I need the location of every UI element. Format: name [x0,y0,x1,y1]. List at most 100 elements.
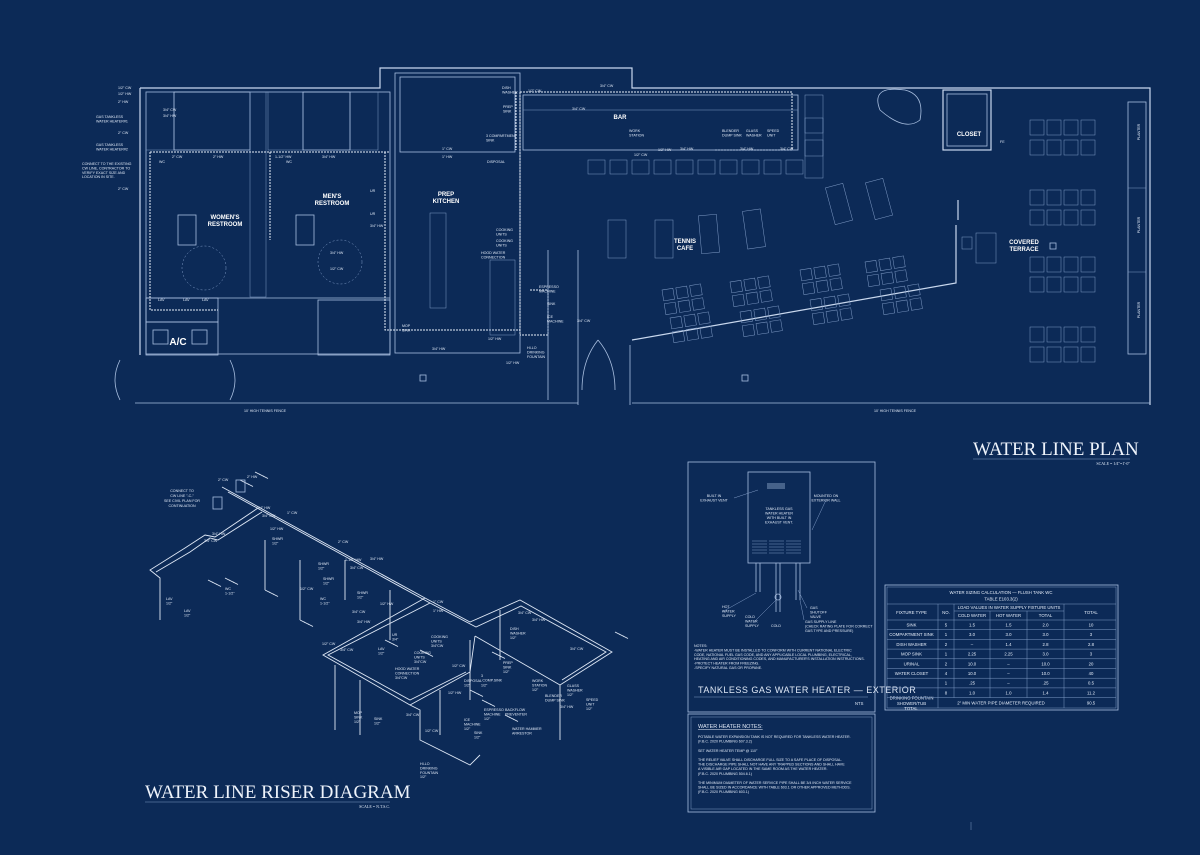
heater-callout-line: MOUNTED ON [814,494,839,498]
table-cell: 2.25 [968,652,977,657]
table-cell: 1.4 [1043,690,1050,695]
bar-stool [653,159,672,175]
plan-title: WATER LINE PLAN [973,439,1139,460]
terrace-chair [1046,346,1062,363]
riser-fixture-line: 3/4"CW [414,660,427,664]
kitchen-counter [429,212,447,309]
fixture-label-line: COOKING [496,228,513,232]
room-label: BAR [614,115,628,121]
exhaust-vent-icon [767,483,785,489]
fixture-stub [392,643,399,647]
fixture-label-line: FOUNTAIN [527,355,546,359]
pipe-size-label: 3/4" HW [740,147,754,151]
table-cell: 3.0 [1043,652,1050,657]
table-cell: 1.0 [1006,690,1013,695]
room-label-line: TERRACE [1009,247,1038,253]
pipe-size-label: 1-1/2" HW [275,155,292,159]
table-cell: 10.0 [1041,671,1050,676]
fixture-label-line: CONNECT TO THE EXISTING [82,162,132,166]
riser-fixture-line: ARRESTOR [512,731,532,735]
turning-circle [181,245,227,291]
table-frame-inner [886,586,1117,709]
table-cell: URINAL [904,661,920,666]
riser-fixture-line: 1/2" [464,683,471,687]
fixture-label-line: DISPOSAL [487,160,505,164]
room-label-line: RESTROOM [315,201,350,207]
pipe-size-label: 1/2" CW [330,267,344,271]
riser-fixture-line: SPEED [586,698,599,702]
heater-note-line: -WATER HEATER MUST BE INSTALLED TO CONFO… [694,648,852,652]
riser-fixture-line: 1/2" [567,693,574,697]
riser-fixture-line: COMP.SINK [482,678,502,682]
riser-fixture-line: SINK [503,665,512,669]
riser-fixture-label: WC1-1/2" [225,587,235,595]
fixture-label-line: SINK [503,109,512,113]
riser-fixture-line: 1/2" [532,688,539,692]
fixture-label-line: MACHINE [547,319,564,323]
fence-label: 10' HIGH TENNIS FENCE [244,409,287,413]
fixture-label-line: DUMP SINK [722,133,743,137]
riser-fixture-line: WASHER [567,688,583,692]
riser-fixture-line: 1/2" [481,683,488,687]
table-cell: 8 [945,690,948,695]
table-cell: 2.8 [1043,642,1050,647]
fixture-stub [232,581,239,585]
riser-fixture-line: ICE [464,718,471,722]
terrace-chair [1080,209,1096,226]
riser-fixture-label: WC1-1/2" [320,597,330,605]
ac-room [145,321,219,356]
terrace-chair [1080,139,1096,156]
pipe-size-label: 2" CW [118,131,129,135]
table-cell: 1.5 [1006,623,1013,628]
table-cell: 3 [1090,632,1093,637]
terrace-chair [1063,119,1079,136]
room-label-line: KITCHEN [433,199,460,205]
connect-note-line: CONTINUATION [168,504,195,508]
terrace-chair [1029,276,1045,293]
riser-pipe-size: 1-1/2" HW [345,558,362,562]
riser-fixture-line: WC [225,587,231,591]
bar-stool [631,159,650,175]
heater-unit-label: TANKLESS GAS [765,507,793,511]
room-label: CLOSET [957,132,982,138]
pipe-size-label: 1/2" CW [528,89,542,93]
cafe-booth [825,183,853,225]
riser-fixture-line: LAV [184,609,191,613]
water-sizing-table: WATER SIZING CALCULATION — FLUSH TANK WC… [884,584,1119,711]
pipe-size-label: 3/4" HW [432,347,446,351]
riser-pipe-size: 1/2" CW [322,642,336,646]
table-cell: DRINKING FOUNTAIN [890,695,934,700]
fixture-label-line: UNITS [496,232,507,236]
riser-fixture-line: LAV [166,597,173,601]
fixture-label: UR [370,189,376,193]
heater-unit-label: WITH BUILT IN [767,516,792,520]
riser-fixture-line: WASHER [510,631,526,635]
water-heater-note-line: A VISIBLE AIR GAP LOCATED IN THE SAME RO… [698,767,827,771]
fence-label: 10' HIGH TENNIS FENCE [874,409,917,413]
terrace-chair [1029,119,1045,136]
fixture-label: FE [1000,140,1005,144]
fixture-label-line: VERIFY EXACT SIZE AND [82,171,126,175]
riser-pipe-size: 2" CW [338,540,349,544]
riser-fixture-line: DISPOSAL [464,679,482,683]
shower-stall [177,214,197,246]
bar-stool [763,159,782,175]
fixture-label-line: UNIT [767,133,776,137]
pipe-size-label: 3/4" HW [322,155,336,159]
storage-room [317,299,391,356]
fixture-label-line: LOCATION IN SITE. [82,175,115,179]
table-cell: – [971,642,974,647]
table-cell: – [1007,671,1010,676]
fixture-label-line: SPEED [767,129,780,133]
